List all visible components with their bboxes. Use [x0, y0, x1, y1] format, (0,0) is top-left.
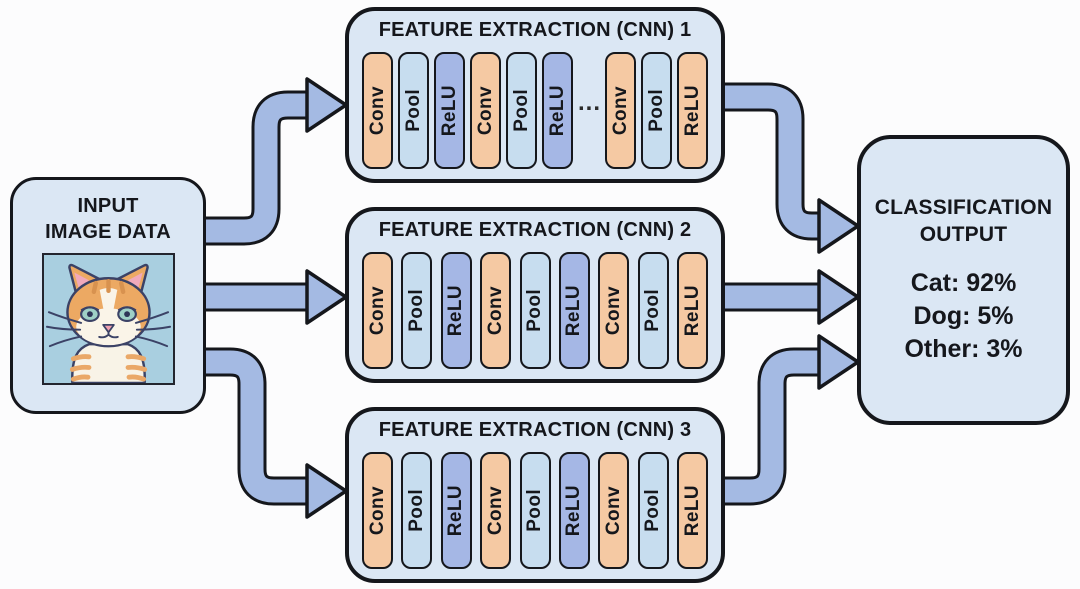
layer-label: Pool — [405, 289, 427, 332]
layer-conv-bar: Conv — [598, 252, 630, 369]
cat-whiskers — [45, 311, 171, 348]
cat-illustration — [43, 255, 173, 383]
layer-label: ReLU — [438, 84, 460, 137]
layer-relu-bar: ReLU — [440, 452, 472, 569]
input-image-data-box: INPUT IMAGE DATA — [10, 177, 206, 414]
layer-label: Conv — [609, 85, 631, 136]
cat-ear-inner-right — [127, 272, 143, 290]
layer-label: Pool — [510, 89, 532, 132]
layer-conv-bar: Conv — [470, 52, 501, 169]
input-box-title: INPUT IMAGE DATA — [13, 193, 203, 245]
layer-label: Conv — [366, 285, 388, 336]
layer-label: ReLU — [681, 84, 703, 137]
input-title-line1: INPUT — [77, 195, 139, 217]
layer-relu-bar: ReLU — [677, 52, 708, 169]
layer-relu-bar: ReLU — [677, 252, 708, 369]
layer-pool-bar: Pool — [401, 252, 433, 369]
layer-label: Conv — [602, 485, 624, 536]
layer-conv-bar: Conv — [480, 452, 512, 569]
layer-pool-bar: Pool — [641, 52, 672, 169]
layer-label: ReLU — [681, 484, 703, 537]
layer-pool-bar: Pool — [637, 452, 669, 569]
layer-label: Pool — [405, 489, 427, 532]
layer-pool-bar: Pool — [519, 452, 551, 569]
cat-body — [69, 343, 147, 383]
layer-relu-bar: ReLU — [440, 252, 472, 369]
layer-label: ReLU — [445, 484, 467, 537]
cat-head — [45, 263, 171, 348]
cat-ear-inner-left — [73, 272, 89, 290]
layer-conv-bar: Conv — [605, 52, 636, 169]
cnn2-to-output-arrow — [723, 269, 860, 325]
cnn-1-layers: Conv Pool ReLU Conv Pool ReLU... Conv Pool ReLU — [362, 52, 708, 169]
layer-pool-bar: Pool — [637, 252, 669, 369]
layer-label: Conv — [602, 285, 624, 336]
layer-label: Conv — [484, 485, 506, 536]
layer-conv-bar: Conv — [362, 252, 393, 369]
layer-label: Pool — [642, 489, 664, 532]
layer-label: ReLU — [563, 284, 585, 337]
layer-label: ReLU — [546, 84, 568, 137]
input-image-frame — [41, 253, 175, 385]
layer-label: Pool — [524, 489, 545, 532]
result-other: Other: 3% — [904, 335, 1023, 363]
layer-relu-bar: ReLU — [677, 452, 708, 569]
cat-mouth — [97, 330, 119, 339]
layer-relu-bar: ReLU — [542, 52, 573, 169]
more-layers-ellipsis: ... — [578, 88, 602, 116]
cat-forehead-stripes — [91, 279, 125, 295]
layer-relu-bar: ReLU — [558, 252, 590, 369]
result-dog: Dog: 5% — [913, 302, 1014, 330]
layer-pool-bar: Pool — [506, 52, 537, 169]
cnn-2-title: FEATURE EXTRACTION (CNN) 2 — [378, 219, 692, 241]
layer-conv-bar: Conv — [362, 452, 393, 569]
cnn-2-layers: Conv Pool ReLU Conv Pool ReLU Conv Pool ReLU — [362, 252, 708, 369]
layer-label: Pool — [524, 289, 545, 332]
layer-relu-bar: ReLU — [558, 452, 590, 569]
layer-label: Conv — [366, 485, 388, 536]
layer-conv-bar: Conv — [362, 52, 393, 169]
cnn-1-title: FEATURE EXTRACTION (CNN) 1 — [378, 19, 692, 41]
cnn3-to-output-arrow — [723, 334, 860, 506]
layer-label: Pool — [645, 89, 667, 132]
result-cat: Cat: 92% — [910, 269, 1017, 297]
layer-pool-bar: Pool — [401, 452, 433, 569]
layer-label: ReLU — [563, 484, 585, 537]
output-title-line1: CLASSIFICATION — [874, 196, 1053, 219]
layer-conv-bar: Conv — [598, 452, 630, 569]
layer-pool-bar: Pool — [398, 52, 429, 169]
layer-label: Pool — [402, 89, 424, 132]
layer-label: ReLU — [681, 284, 703, 337]
layer-label: Pool — [642, 289, 664, 332]
input-to-cnn1-arrow — [204, 77, 348, 246]
cat-eyes — [79, 306, 137, 323]
layer-label: Conv — [484, 285, 506, 336]
cnn-3-title: FEATURE EXTRACTION (CNN) 3 — [378, 419, 692, 441]
layer-label: ReLU — [445, 284, 467, 337]
layer-conv-bar: Conv — [480, 252, 512, 369]
input-to-cnn2-arrow — [204, 269, 348, 325]
cnn1-to-output-arrow — [723, 82, 860, 254]
output-box-title: CLASSIFICATION OUTPUT — [861, 194, 1066, 248]
cnn-3-layers: Conv Pool ReLU Conv Pool ReLU Conv Pool ReLU — [362, 452, 708, 569]
classification-output-box: CLASSIFICATION OUTPUT Cat: 92% Dog: 5% O… — [857, 135, 1070, 425]
output-results: Cat: 92% Dog: 5% Other: 3% — [861, 267, 1066, 366]
input-title-line2: IMAGE DATA — [45, 221, 171, 243]
output-title-line2: OUTPUT — [919, 223, 1008, 246]
input-to-cnn3-arrow — [204, 347, 348, 519]
layer-label: Conv — [474, 85, 496, 136]
layer-relu-bar: ReLU — [434, 52, 465, 169]
layer-label: Conv — [366, 85, 388, 136]
layer-pool-bar: Pool — [519, 252, 551, 369]
